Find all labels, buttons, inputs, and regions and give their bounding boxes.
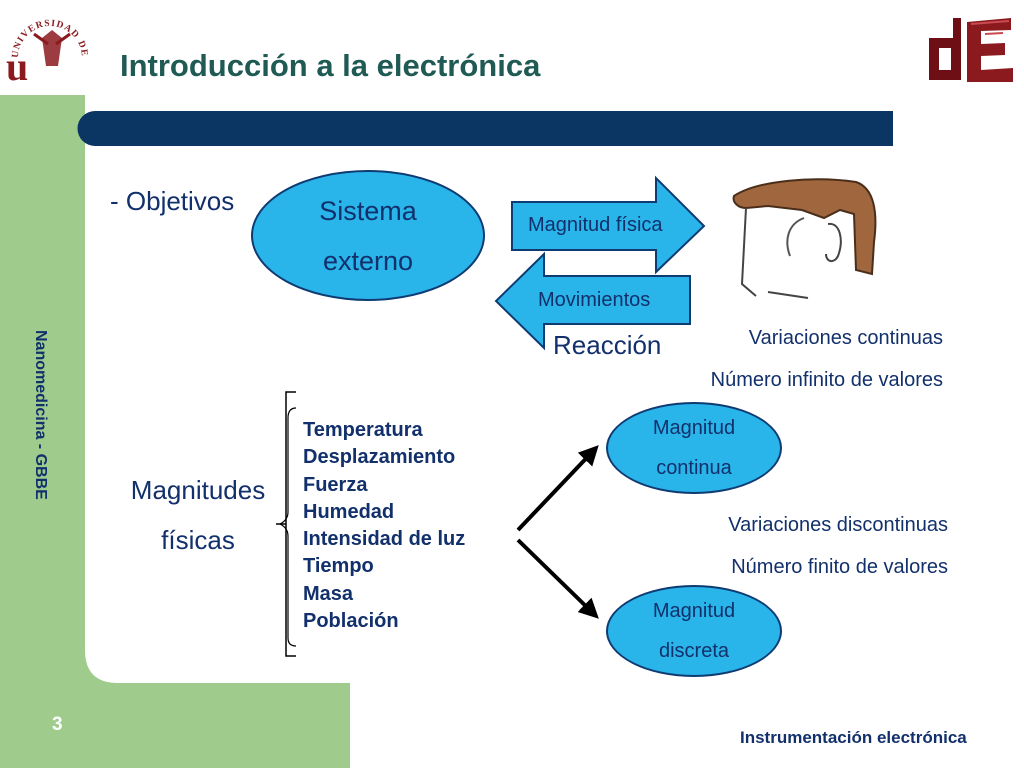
sistema-externo-ellipse: Sistema externo (251, 170, 485, 301)
human-head-illustration (732, 178, 877, 299)
list-item: Fuerza (303, 473, 368, 496)
movimientos-arrow (494, 251, 691, 351)
sidebar-vertical-text: Nanomedicina - GBBE (32, 330, 49, 500)
discrete-note-1: Variaciones discontinuas (728, 514, 948, 536)
magnitud-continua-ellipse: Magnitud continua (606, 402, 782, 494)
magnitudes-line2: físicas (161, 525, 235, 555)
continuous-note-1: Variaciones continuas (748, 327, 943, 349)
dte-logo (929, 18, 1013, 82)
magnitudes-list: Temperatura Desplazamiento Fuerza Humeda… (303, 417, 465, 635)
reaccion-label: Reacción (553, 330, 662, 360)
movimientos-label: Movimientos (538, 289, 651, 311)
magnitudes-fisicas-label: Magnitudes físicas (118, 465, 278, 565)
arrows-group (494, 175, 706, 351)
objetivos-label: - Objetivos (110, 186, 235, 216)
discreta-line2: discreta (658, 640, 730, 662)
magnitud-discreta-ellipse: Magnitud discreta (606, 585, 782, 677)
branch-arrows (516, 445, 599, 619)
list-item: Temperatura (303, 419, 423, 441)
university-seal-logo: UNIVERSIDAD DE SEVILLA u (0, 0, 88, 89)
list-item: Tiempo (303, 555, 374, 578)
continua-line2: continua (656, 457, 732, 479)
magnitud-fisica-label: Magnitud física (528, 214, 663, 236)
continuous-note-2: Número infinito de valores (710, 369, 943, 391)
list-item: Desplazamiento (303, 446, 456, 469)
sidebar-green-panel (0, 95, 350, 768)
arrow-to-discreta (516, 538, 599, 619)
list-brackets (276, 391, 297, 657)
inner-brace (278, 407, 297, 647)
sistema-line1: Sistema (319, 195, 417, 226)
header-banner (77, 111, 893, 146)
arrow-to-continua (516, 445, 599, 532)
discreta-line1: Magnitud (652, 600, 736, 622)
list-item: Población (303, 610, 399, 633)
discrete-note-2: Número finito de valores (731, 556, 948, 578)
list-item: Masa (303, 582, 354, 605)
continua-line1: Magnitud (652, 417, 736, 439)
page-title: Introducción a la electrónica (120, 48, 541, 83)
list-item: Intensidad de luz (303, 528, 466, 551)
list-item: Humedad (303, 500, 395, 523)
magnitudes-line1: Magnitudes (130, 475, 266, 505)
magnitud-fisica-arrow (511, 175, 706, 275)
svg-text:u: u (6, 44, 28, 89)
sistema-line2: externo (322, 245, 414, 276)
footer-text: Instrumentación electrónica (740, 728, 967, 747)
page-number: 3 (52, 714, 63, 735)
